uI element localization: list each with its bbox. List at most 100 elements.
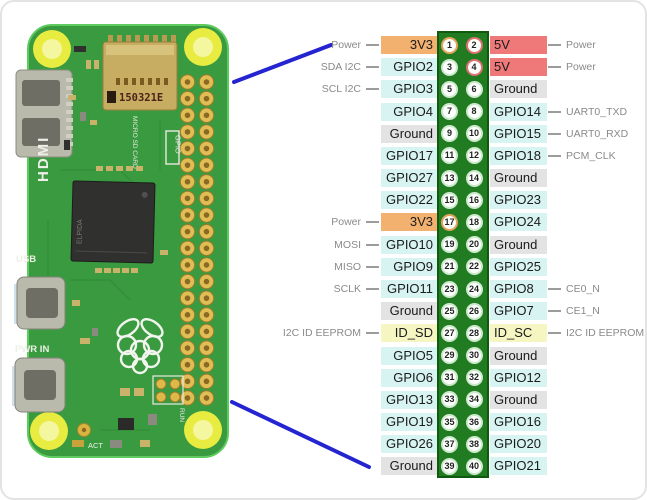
pin-function-annotation: Power bbox=[548, 36, 596, 54]
annotation-dash bbox=[548, 44, 561, 46]
pin-label: GPIO11 bbox=[381, 280, 437, 298]
pin-label: Ground bbox=[490, 390, 547, 409]
sd-card-slot: 150321E bbox=[102, 35, 178, 111]
pin-number: 19 bbox=[441, 236, 458, 254]
pin-number: 11 bbox=[441, 147, 458, 165]
annotation-text: UART0_TXD bbox=[566, 105, 628, 118]
tv-pads bbox=[155, 378, 181, 403]
annotation-dash bbox=[366, 265, 379, 268]
pin-label: GPIO17 bbox=[381, 146, 437, 165]
pin-number: 34 bbox=[465, 391, 483, 409]
pin-function-annotation: MOSI bbox=[0, 236, 379, 254]
pin-number: 13 bbox=[441, 169, 458, 187]
hdmi-silkscreen: HDMI bbox=[35, 136, 52, 182]
pin-number: 7 bbox=[441, 103, 458, 120]
annotation-dash bbox=[548, 288, 561, 290]
pin-function-annotation: SDA I2C bbox=[0, 58, 379, 76]
annotation-text: Power bbox=[566, 61, 596, 74]
pin-label: GPIO23 bbox=[490, 191, 547, 210]
pin-function-annotation: I2C ID EEPROM bbox=[548, 324, 644, 342]
pin-function-annotation: UART0_RXD bbox=[548, 125, 628, 143]
pin-label: GPIO2 bbox=[381, 58, 437, 77]
pin-number: 35 bbox=[441, 413, 458, 431]
pin-function-annotation: I2C ID EEPROM bbox=[0, 324, 379, 342]
pin-label: Ground bbox=[490, 169, 547, 188]
pin-label: Ground bbox=[490, 235, 547, 254]
pin-number: 30 bbox=[465, 347, 483, 364]
pin-label: GPIO22 bbox=[381, 191, 437, 210]
pin-number: 25 bbox=[441, 302, 458, 320]
pin-label: GPIO12 bbox=[490, 368, 547, 387]
pin-function-annotation: UART0_TXD bbox=[548, 103, 627, 121]
annotation-text: MISO bbox=[334, 260, 361, 273]
pin-label: GPIO20 bbox=[490, 435, 547, 454]
annotation-text: CE1_N bbox=[566, 305, 600, 318]
pin-label: GPIO15 bbox=[490, 124, 547, 143]
smd-components bbox=[64, 46, 168, 448]
pin-number: 4 bbox=[465, 58, 483, 76]
pin-label: Ground bbox=[381, 302, 437, 321]
barcode-mark bbox=[107, 91, 116, 103]
raspberry-pi-logo bbox=[116, 318, 164, 375]
pin-label: 5V bbox=[490, 36, 547, 54]
annotation-text: Power bbox=[566, 39, 596, 51]
pin-function-annotation: MISO bbox=[0, 258, 379, 276]
mounting-holes bbox=[30, 28, 222, 450]
pin-label: GPIO3 bbox=[381, 80, 437, 99]
annotation-dash bbox=[548, 66, 561, 69]
pin-label: Ground bbox=[490, 346, 547, 365]
annotation-dash bbox=[366, 88, 379, 91]
pin-label: GPIO9 bbox=[381, 257, 437, 276]
annotation-text: SDA I2C bbox=[320, 61, 361, 74]
annotation-text: I2C ID EEPROM bbox=[566, 327, 645, 340]
annotation-text: PCM_CLK bbox=[566, 149, 616, 162]
pin-number: 33 bbox=[441, 391, 458, 409]
pin-function-annotation: Power bbox=[0, 213, 379, 231]
pin-number: 9 bbox=[441, 125, 458, 143]
act-led bbox=[72, 440, 84, 447]
pin-number: 17 bbox=[441, 213, 458, 231]
annotation-dash bbox=[366, 66, 379, 69]
pin-label: GPIO16 bbox=[490, 413, 547, 432]
annotation-text: CE0_N bbox=[566, 283, 600, 295]
pin-number: 14 bbox=[465, 169, 483, 187]
annotation-text: SCL I2C bbox=[321, 83, 361, 96]
run-silkscreen: RUN bbox=[178, 408, 185, 422]
pin-label: GPIO14 bbox=[490, 102, 547, 121]
pin-number: 12 bbox=[465, 147, 483, 165]
pin-number: 40 bbox=[465, 457, 483, 475]
pin-label: 3V3 bbox=[381, 36, 437, 54]
pin-number: 28 bbox=[465, 324, 483, 342]
usb-silkscreen: USB bbox=[16, 254, 36, 265]
power-port bbox=[12, 357, 66, 413]
pin-function-annotation: CE0_N bbox=[548, 280, 600, 298]
annotation-dash bbox=[366, 288, 379, 290]
micro-sd-silkscreen: MICRO SD CARD bbox=[131, 116, 138, 169]
soc-chip: ELPIDA bbox=[70, 180, 156, 264]
annotation-text: Power bbox=[331, 216, 361, 229]
pin-label: GPIO10 bbox=[381, 235, 437, 254]
annotation-dash bbox=[366, 44, 379, 46]
pin-label: GPIO18 bbox=[490, 146, 547, 165]
annotation-text: Power bbox=[331, 39, 361, 51]
pin-number: 2 bbox=[465, 36, 483, 54]
pin-function-annotation: Power bbox=[548, 58, 596, 76]
pin-number: 23 bbox=[441, 280, 458, 298]
pin-number: 32 bbox=[465, 369, 483, 387]
pin-number: 6 bbox=[465, 80, 483, 98]
pin-label: Ground bbox=[490, 80, 547, 99]
pwr-silkscreen: PWR IN bbox=[15, 344, 49, 355]
pin-label: GPIO6 bbox=[381, 368, 437, 387]
gpio-silkscreen-box bbox=[165, 130, 180, 165]
pin-number: 38 bbox=[465, 435, 483, 453]
board-photo: 150321E MICRO SD CARD HDMI ELPIDA bbox=[12, 24, 371, 469]
pin-number: 21 bbox=[441, 258, 458, 276]
pin-label: GPIO27 bbox=[381, 169, 437, 188]
pin-label: GPIO26 bbox=[381, 435, 437, 454]
pin-function-annotation: CE1_N bbox=[548, 302, 600, 320]
usb-port bbox=[14, 276, 66, 330]
pin-label: GPIO8 bbox=[490, 280, 547, 298]
gpio-header-holes bbox=[179, 74, 215, 406]
annotation-dash bbox=[548, 110, 561, 113]
